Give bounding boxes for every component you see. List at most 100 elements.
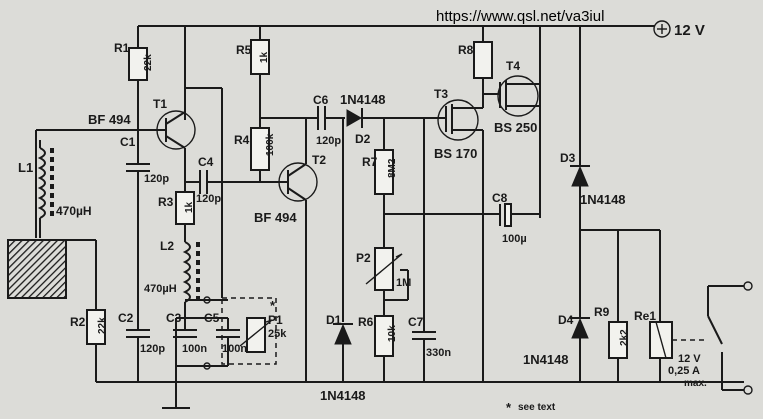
c5-ref: C5 — [204, 311, 220, 325]
transistor-t2: T2 BF 494 — [254, 118, 326, 382]
t3-type: BS 170 — [434, 146, 477, 161]
ground-rail — [96, 381, 744, 409]
r1-value: 22k — [143, 54, 154, 71]
diode-d1: D1 — [326, 118, 353, 382]
resistor-r5: R5 1k — [236, 39, 318, 119]
resistor-r2: R2 22k — [36, 239, 108, 382]
relay-network — [580, 229, 661, 322]
d2-ref: D2 — [355, 132, 371, 146]
p1-value: 25k — [268, 328, 287, 340]
relay-re1: Re1 12 V 0,25 A max. — [634, 309, 708, 389]
c1-value: 120p — [144, 173, 169, 185]
capacitor-c5: C5 100n — [176, 311, 247, 367]
mosfet-t3: T3 BS 170 — [434, 87, 484, 382]
capacitor-c4: C4 120p — [196, 155, 288, 205]
diode-d3: D3 1N4148 — [560, 151, 626, 318]
r7-value: 8M2 — [387, 158, 398, 178]
t4-type: BS 250 — [494, 120, 537, 135]
resistor-r6: R6 10k — [358, 300, 398, 382]
r4-value: 100k — [265, 133, 276, 156]
capacitor-c3: C3 100n — [166, 311, 207, 355]
t2-type: BF 494 — [254, 210, 297, 225]
c7-ref: C7 — [408, 315, 424, 329]
r7-ref: R7 — [362, 155, 378, 169]
p2-ref: P2 — [356, 251, 371, 265]
capacitor-c8: C8 100µ — [492, 191, 541, 245]
potentiometer-p2: P2 1M — [356, 247, 411, 301]
source-url: https://www.qsl.net/va3iul — [436, 8, 604, 25]
r5-value: 1k — [259, 51, 270, 63]
r4-ref: R4 — [234, 133, 250, 147]
c8-ref: C8 — [492, 191, 508, 205]
mosfet-t4: T4 BS 250 — [494, 59, 540, 135]
resistor-r1: R1 22k — [114, 41, 154, 150]
re1-rating-a: 0,25 A — [668, 365, 700, 377]
diode-d4: D4 — [558, 313, 590, 382]
r1-ref: R1 — [114, 41, 130, 55]
p1-ref: P1 — [268, 313, 283, 327]
c5-value: 100n — [222, 343, 247, 355]
t1-type: BF 494 — [88, 112, 131, 127]
c4-ref: C4 — [198, 155, 214, 169]
r2-value: 22k — [97, 317, 108, 334]
t2-ref: T2 — [312, 153, 326, 167]
re1-rating-max: max. — [684, 378, 707, 389]
p1-mark: * — [270, 298, 276, 313]
r6-value: 10k — [387, 325, 398, 342]
supply-label: 12 V — [674, 22, 705, 39]
l1-ref: L1 — [18, 160, 33, 175]
c6-ref: C6 — [313, 93, 329, 107]
r9-value: 2k2 — [619, 329, 630, 346]
transistor-t1: BF 494 T1 — [88, 97, 196, 192]
l2-bottom-node — [175, 299, 228, 382]
l2-ref: L2 — [160, 239, 174, 253]
r9-ref: R9 — [594, 305, 610, 319]
c3-ref: C3 — [166, 311, 182, 325]
coil-plate — [7, 239, 67, 299]
capacitor-c1: C1 120p — [120, 135, 169, 315]
resistor-r3: R3 1k — [158, 181, 200, 242]
capacitor-c2: C2 120p — [118, 311, 165, 382]
l2-value: 470µH — [144, 283, 177, 295]
r3-value: 1k — [184, 201, 195, 213]
t3-ref: T3 — [434, 87, 448, 101]
r6-ref: R6 — [358, 315, 374, 329]
d4-type: 1N4148 — [523, 352, 569, 367]
relay-contacts — [707, 281, 753, 395]
r2-ref: R2 — [70, 315, 86, 329]
t1-collector-link — [185, 87, 223, 298]
d3-type: 1N4148 — [580, 192, 626, 207]
supply-terminal: 12 V — [653, 20, 705, 39]
re1-ref: Re1 — [634, 309, 656, 323]
footnote: * see text — [506, 400, 556, 415]
resistor-r8: R8 — [458, 41, 500, 108]
c2-value: 120p — [140, 343, 165, 355]
resistor-r4: R4 100k — [234, 118, 276, 182]
d3-ref: D3 — [560, 151, 576, 165]
capacitor-c6: C6 120p — [313, 93, 345, 147]
capacitor-c7: C7 330n — [408, 118, 451, 382]
search-coil-l1: L1 470µH — [18, 129, 138, 238]
d4-ref: D4 — [558, 313, 574, 327]
d1-type: 1N4148 — [320, 388, 366, 403]
diode-d2: 1N4148 D2 — [340, 92, 438, 146]
resistor-r9: R9 2k2 — [594, 305, 630, 382]
t1-ref: T1 — [153, 97, 167, 111]
inductor-l2: L2 470µH — [144, 239, 200, 308]
c7-value: 330n — [426, 347, 451, 359]
t4-ref: T4 — [506, 59, 520, 73]
d2-type: 1N4148 — [340, 92, 386, 107]
d1-ref: D1 — [326, 313, 342, 327]
c6-value: 120p — [316, 135, 341, 147]
footnote-text: see text — [518, 402, 556, 413]
r5-ref: R5 — [236, 43, 252, 57]
c8-value: 100µ — [502, 233, 527, 245]
c4-value: 120p — [196, 193, 221, 205]
potentiometer-p1: * P1 25k — [203, 296, 287, 370]
c3-value: 100n — [182, 343, 207, 355]
p2-value: 1M — [396, 277, 411, 289]
re1-rating-v: 12 V — [678, 353, 701, 365]
feedback-line — [383, 213, 500, 248]
